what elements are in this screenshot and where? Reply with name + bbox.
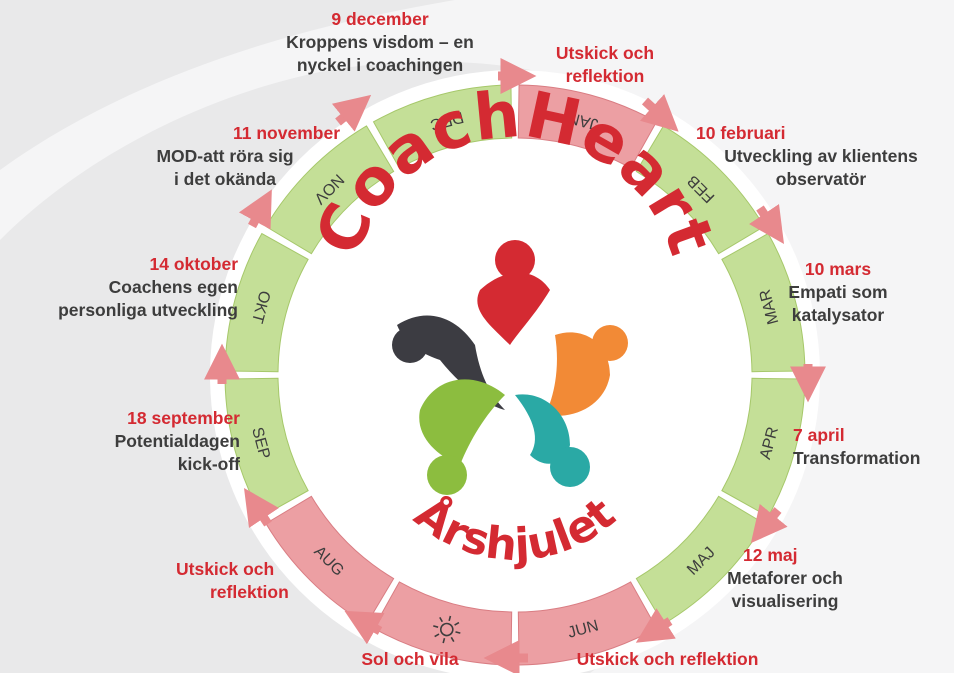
event-jan: Utskick och reflektion — [530, 42, 680, 88]
month-segment-jul — [372, 581, 513, 666]
arrow-jan-feb — [639, 94, 679, 132]
month-segment-dec — [372, 84, 513, 169]
event-apr-line1: Transformation — [793, 448, 921, 468]
event-mar-line2: katalysator — [791, 305, 885, 325]
event-apr: 7 april Transformation — [793, 424, 953, 470]
month-segment-jan — [517, 84, 658, 169]
event-maj-line2: visualisering — [731, 591, 839, 611]
event-jul-line1: Sol och vila — [361, 649, 459, 669]
event-dec-line1: Kroppens visdom – en — [286, 32, 474, 52]
event-okt-line2: personliga utveckling — [58, 300, 238, 320]
event-apr-date: 7 april — [793, 425, 845, 445]
event-nov-line1: MOD-att röra sig — [156, 146, 294, 166]
event-dec-date: 9 december — [331, 9, 429, 29]
event-okt-date: 14 oktober — [149, 254, 239, 274]
event-sep-line2: kick-off — [177, 454, 240, 474]
event-feb: 10 februari Utveckling av klientens obse… — [690, 122, 952, 191]
arrow-maj-jun — [635, 608, 676, 643]
arrow-feb-mar — [749, 204, 784, 244]
month-segment-okt — [224, 232, 309, 373]
figure-red — [477, 272, 550, 345]
event-mar: 10 mars Empati som katalysator — [768, 258, 908, 327]
arrow-aug-sep — [244, 488, 279, 528]
month-segment-maj — [635, 495, 765, 625]
month-segment-jun — [517, 581, 658, 666]
sun-icon — [433, 615, 461, 644]
event-nov-date: 11 november — [233, 123, 340, 143]
month-segment-mar — [721, 232, 806, 373]
event-nov: 11 november MOD-att röra sig i det okänd… — [110, 122, 340, 191]
event-feb-line2: observatör — [775, 169, 867, 189]
event-sep-line1: Potentialdagen — [114, 431, 240, 451]
event-jul: Sol och vila — [330, 648, 490, 671]
event-mar-line1: Empati som — [788, 282, 888, 302]
event-aug: Utskick och reflektion — [160, 558, 325, 604]
arrow-nov-dec — [331, 94, 372, 132]
event-sep-date: 18 september — [127, 408, 240, 428]
month-segment-nov — [265, 125, 395, 255]
figure-orange — [545, 332, 610, 416]
figure-teal — [515, 394, 570, 464]
event-aug-line2: reflektion — [210, 582, 289, 602]
event-jan-line1: Utskick och — [555, 43, 655, 63]
arrow-apr-maj — [750, 503, 788, 544]
event-jun-line1: Utskick och reflektion — [576, 649, 759, 669]
inner-circle — [287, 147, 743, 603]
event-jan-line2: reflektion — [565, 66, 645, 86]
month-segment-sep — [224, 377, 309, 518]
event-feb-date: 10 februari — [696, 123, 786, 143]
event-nov-line2: i det okända — [173, 169, 277, 189]
event-okt-line1: Coachens egen — [108, 277, 238, 297]
arrow-jul-aug — [344, 610, 385, 645]
event-maj: 12 maj Metaforer och visualisering — [705, 544, 865, 613]
month-segment-aug — [265, 495, 395, 625]
event-sep: 18 september Potentialdagen kick-off — [40, 407, 240, 476]
month-segment-apr — [721, 377, 806, 518]
figure-green — [419, 379, 505, 465]
event-aug-line1: Utskick och — [176, 559, 275, 579]
event-okt: 14 oktober Coachens egen personliga utve… — [0, 253, 238, 322]
event-dec-line2: nyckel i coachingen — [296, 55, 464, 75]
month-segment-feb — [635, 125, 765, 255]
event-maj-line1: Metaforer och — [727, 568, 843, 588]
event-feb-line1: Utveckling av klientens — [724, 146, 918, 166]
arrow-okt-nov — [238, 189, 272, 230]
flow-arrows — [204, 58, 826, 673]
event-jun: Utskick och reflektion — [535, 648, 800, 671]
event-mar-date: 10 mars — [804, 259, 872, 279]
event-dec: 9 december Kroppens visdom – en nyckel i… — [255, 8, 505, 77]
event-maj-date: 12 maj — [743, 545, 798, 565]
